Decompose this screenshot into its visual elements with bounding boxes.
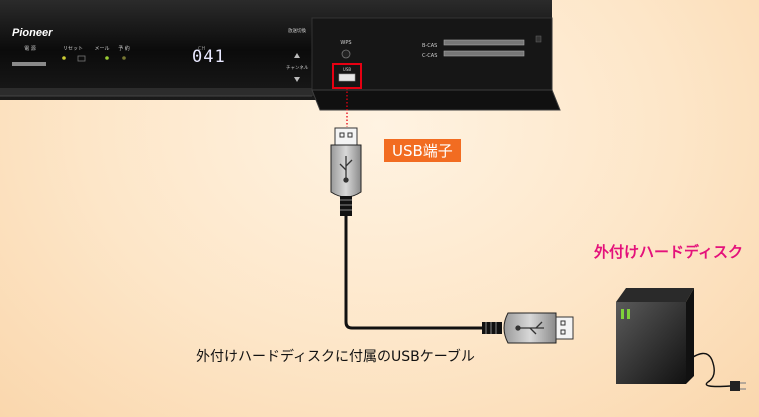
ch-indicator: CH: [198, 46, 205, 52]
usb-trident-icon: [515, 321, 544, 335]
ccas-card-slot[interactable]: [443, 50, 525, 57]
bcas-card-slot[interactable]: [443, 39, 525, 46]
led-label-power: 電 源: [24, 45, 36, 52]
usb-port[interactable]: [338, 73, 356, 82]
brand-logo: Pioneer: [12, 27, 53, 39]
front-flap: [311, 89, 561, 111]
set-top-box: [0, 0, 561, 111]
usb-port-callout: USB端子: [384, 139, 461, 162]
mail-led-icon: [105, 56, 109, 60]
usb-cable: [344, 216, 488, 330]
input-switch-label: 放送切換: [288, 27, 306, 34]
led-label-mail: メール: [94, 46, 109, 52]
channel-down-icon[interactable]: [294, 77, 300, 82]
timer-led-icon: [122, 56, 126, 60]
hdd-power-cable: [685, 352, 731, 388]
wps-button[interactable]: [341, 49, 351, 59]
ccas-label: C-CAS: [422, 53, 437, 59]
hdd-led-icon: [621, 309, 624, 319]
power-led-icon: [62, 56, 66, 60]
power-plug-icon: [730, 381, 746, 391]
power-button[interactable]: [12, 62, 46, 66]
channel-display: 041: [192, 47, 226, 67]
slot-button[interactable]: [535, 35, 542, 43]
usb-cable-label: 外付けハードディスクに付属のUSBケーブル: [196, 349, 475, 365]
wps-label: WPS: [340, 40, 351, 46]
usb-plug-vertical: [330, 127, 362, 216]
bcas-label: B-CAS: [422, 43, 437, 49]
external-hdd: [616, 288, 694, 384]
reset-button[interactable]: [77, 55, 86, 62]
led-label-reset: リセット: [63, 46, 83, 52]
led-label-timer: 予 約: [118, 45, 130, 52]
usb-port-label: USB: [343, 67, 351, 72]
channel-up-icon[interactable]: [294, 53, 300, 58]
usb-trident-icon: [339, 156, 353, 183]
external-hdd-label: 外付けハードディスク: [594, 243, 743, 261]
channel-label: チャンネル: [286, 65, 309, 71]
hdd-led-icon: [627, 309, 630, 319]
